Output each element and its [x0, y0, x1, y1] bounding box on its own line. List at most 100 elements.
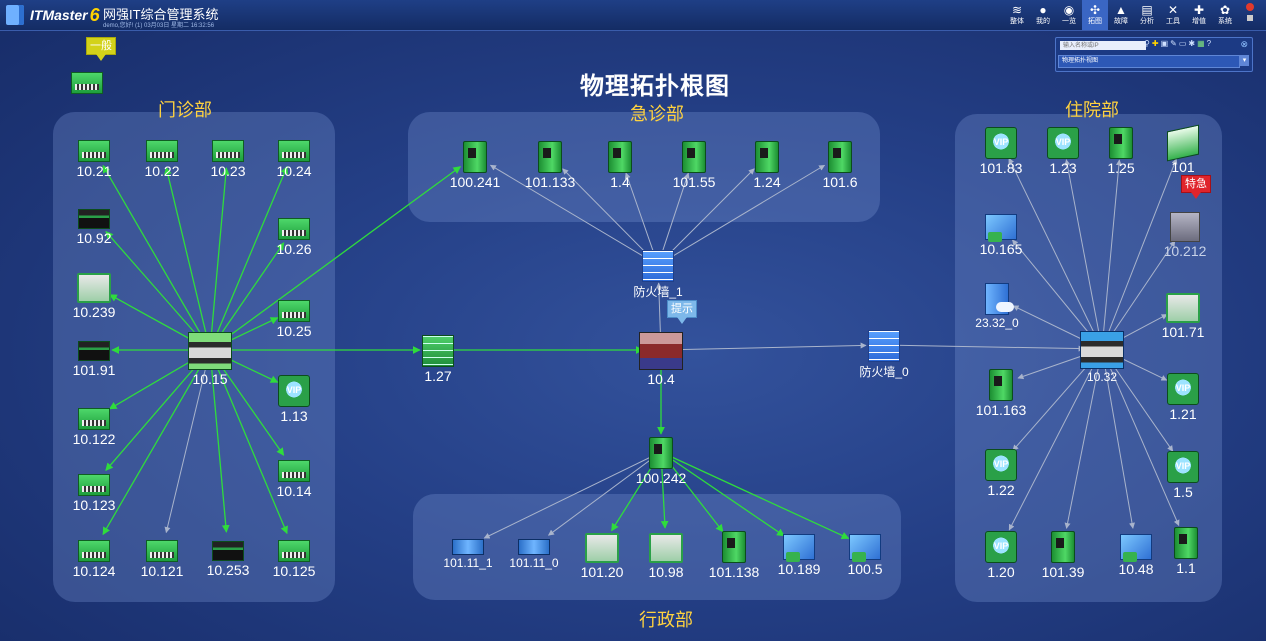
device-node[interactable]: 10.22 [112, 140, 212, 179]
device-node[interactable]: 100.241 [425, 141, 525, 190]
storage-icon [783, 534, 815, 562]
device-node[interactable]: 101.91 [44, 341, 144, 378]
device-label: 1.1 [1176, 560, 1196, 576]
device-node[interactable]: 23.32_0 [947, 283, 1047, 330]
device-node[interactable]: 101.11_1 [418, 539, 518, 570]
device-node[interactable]: 10.92 [44, 209, 144, 246]
device-node[interactable]: 101.20 [552, 533, 652, 580]
device-node[interactable]: 101.6 [790, 141, 890, 190]
chevron-down-icon[interactable]: ▾ [1240, 55, 1249, 66]
device-node[interactable]: 10.4 [611, 332, 711, 387]
device-node[interactable]: 1.20 [951, 531, 1051, 580]
device-node[interactable]: 防火墙_0 [834, 330, 934, 380]
settings-icon[interactable]: ✱ [1188, 39, 1196, 48]
device-node[interactable]: 10.253 [178, 541, 278, 578]
panel-close-icon[interactable]: ⊗ [1240, 39, 1248, 49]
close-icon[interactable] [1246, 3, 1254, 11]
menu-plus[interactable]: ✚增值 [1186, 0, 1212, 30]
window-controls[interactable] [1246, 3, 1256, 25]
menu-label: 整体 [1010, 18, 1024, 25]
device-node[interactable]: 10.124 [44, 540, 144, 579]
topology-link [1101, 158, 1178, 350]
menu-system[interactable]: ✿系统 [1212, 0, 1238, 30]
device-node[interactable]: 101.11_0 [484, 539, 584, 570]
brand-version: 6 [89, 4, 100, 25]
device-node[interactable]: 101.133 [500, 141, 600, 190]
device-node[interactable]: 1.27 [388, 335, 488, 384]
device-node[interactable]: 10.125 [244, 540, 344, 579]
image-icon[interactable]: ▦ [1197, 39, 1205, 48]
device-node[interactable]: 100.5 [815, 534, 915, 577]
alert-callout-normal[interactable]: 一般 [86, 37, 116, 61]
device-node[interactable]: 1.13 [244, 375, 344, 424]
menu-one[interactable]: ◉一览 [1056, 0, 1082, 30]
save-icon[interactable]: ▣ [1160, 39, 1169, 48]
group-label-inpatient: 住院部 [1065, 100, 1119, 120]
device-node[interactable]: 10.48 [1086, 534, 1186, 577]
device-node[interactable]: 10.24 [244, 140, 344, 179]
gray-icon [1170, 212, 1200, 242]
device-node[interactable]: 101.39 [1013, 531, 1113, 580]
topology-link [1101, 348, 1180, 527]
device-node[interactable]: 10.121 [112, 540, 212, 579]
device-node[interactable]: 101.163 [951, 369, 1051, 418]
device-node[interactable]: 1.23 [1013, 127, 1113, 176]
device-node[interactable]: 防火墙_1 [608, 250, 708, 300]
device-node[interactable]: 10.123 [44, 474, 144, 513]
monitor-icon [77, 273, 111, 303]
device-label: 10.14 [276, 483, 312, 499]
warning-icon: ▲ [1115, 3, 1127, 17]
device-node[interactable]: 101 [1133, 124, 1233, 175]
topology-icon: ✣ [1089, 3, 1101, 17]
device-node[interactable]: 1.22 [951, 449, 1051, 498]
monitor-icon[interactable]: ▭ [1178, 39, 1187, 48]
core-icon [1080, 331, 1124, 369]
storage-icon [1120, 534, 1152, 562]
device-node[interactable]: 10.25 [244, 300, 344, 339]
minimize-icon[interactable] [1247, 15, 1253, 21]
device-node[interactable]: 10.98 [616, 533, 716, 580]
device-node[interactable]: 1.1 [1136, 527, 1236, 576]
edit-icon[interactable]: ✎ [1170, 39, 1177, 48]
device-node[interactable]: 1.4 [570, 141, 670, 190]
device-node[interactable]: 10.189 [749, 534, 849, 577]
device-node[interactable]: 10.15 [160, 332, 260, 387]
alert-callout-hint[interactable]: 提示 [667, 300, 697, 324]
device-node[interactable]: 101.138 [684, 531, 784, 580]
menu-analysis[interactable]: ▤分析 [1134, 0, 1160, 30]
menu-tools[interactable]: ✕工具 [1160, 0, 1186, 30]
search-icon[interactable]: ⚲ [1144, 39, 1150, 48]
device-node[interactable]: 101.71 [1133, 293, 1233, 340]
device-node[interactable]: 100.242 [611, 437, 711, 486]
group-label-outpatient: 门诊部 [158, 100, 212, 120]
alert-callout-urgent[interactable]: 特急 [1181, 175, 1211, 199]
device-node[interactable]: 101.83 [951, 127, 1051, 176]
device-node[interactable]: 10.239 [44, 273, 144, 320]
menu-overview[interactable]: ≋整体 [1004, 0, 1030, 30]
view-select[interactable]: 物理拓扑视图 [1058, 55, 1240, 68]
device-node[interactable]: 1.5 [1133, 451, 1233, 500]
device-node[interactable]: 101.55 [644, 141, 744, 190]
menu-fault[interactable]: ▲故障 [1108, 0, 1134, 30]
device-node[interactable]: 10.165 [951, 214, 1051, 257]
add-icon[interactable]: ✚ [1151, 39, 1159, 48]
device-node[interactable]: 10.122 [44, 408, 144, 447]
device-node[interactable]: 1.24 [717, 141, 817, 190]
device-node[interactable]: 10.26 [244, 218, 344, 257]
vip-icon [1167, 451, 1199, 483]
device-node[interactable]: 1.21 [1133, 373, 1233, 422]
device-node[interactable]: 10.14 [244, 460, 344, 499]
search-input[interactable] [1060, 41, 1146, 50]
topology-link [1008, 157, 1103, 350]
device-node[interactable]: 10.23 [178, 140, 278, 179]
menu-topology[interactable]: ✣拓图 [1082, 0, 1108, 30]
device-unlabeled[interactable] [37, 72, 137, 94]
menu-mine[interactable]: ●我的 [1030, 0, 1056, 30]
device-node[interactable]: 10.212 [1135, 212, 1235, 259]
device-node[interactable]: 10.32 [1052, 331, 1152, 384]
device-label: 10.25 [276, 323, 312, 339]
menu-label: 我的 [1036, 18, 1050, 25]
device-node[interactable]: 1.25 [1071, 127, 1171, 176]
help-icon[interactable]: ? [1206, 39, 1212, 48]
device-node[interactable]: 10.21 [44, 140, 144, 179]
